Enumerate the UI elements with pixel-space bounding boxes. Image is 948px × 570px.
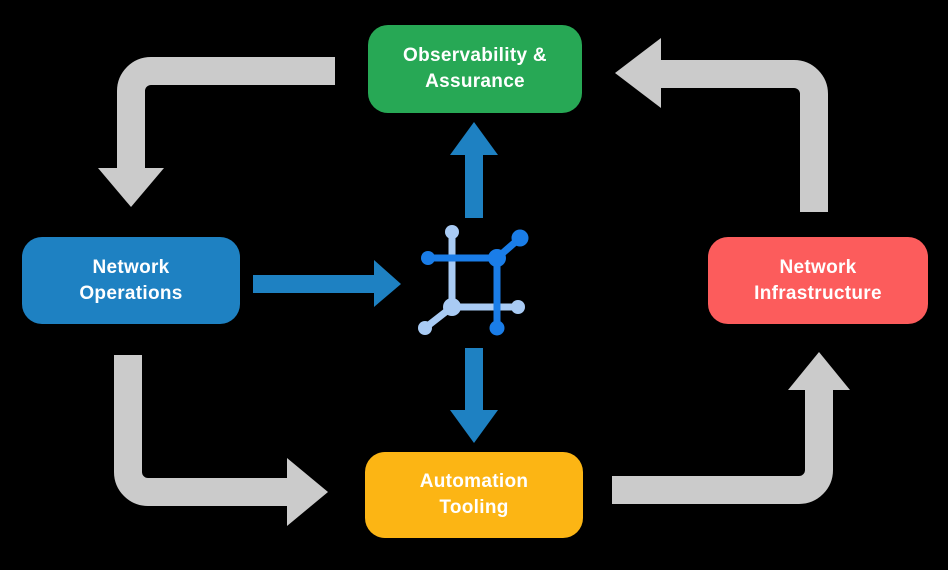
arrow-elbow [612, 389, 833, 504]
arrow-operations-to-platform [253, 260, 401, 307]
arrow-elbow [659, 60, 828, 212]
arrowhead-right-icon [287, 458, 328, 526]
arrow-platform-to-automation [450, 348, 498, 443]
arrowhead-down-icon [450, 410, 498, 443]
arrow-platform-to-observability [450, 122, 498, 218]
icon-node-corner-tr [488, 249, 506, 267]
network-fabric-icon [418, 225, 529, 336]
arrow-operations-to-automation [114, 355, 328, 526]
node-network-operations: Network Operations [22, 237, 240, 324]
arrow-automation-to-infrastructure [612, 352, 850, 504]
node-label-line: Automation [419, 471, 529, 492]
icon-node-right [511, 300, 525, 314]
node-observability-assurance: Observability & Assurance [368, 25, 582, 113]
arrowhead-left-icon [615, 38, 661, 108]
icon-node-upper-right [511, 229, 529, 247]
node-label-line: Network [779, 256, 857, 278]
icon-node-corner-bl [443, 298, 461, 316]
arrow-shaft [465, 348, 483, 412]
arrow-infrastructure-to-observability [615, 38, 828, 212]
arrow-shaft [253, 275, 374, 293]
arrow-elbow [114, 355, 289, 506]
icon-node-top [445, 225, 459, 239]
icon-node-left [421, 251, 435, 265]
node-label-line: Network [92, 256, 170, 278]
node-label-line: Infrastructure [754, 282, 882, 304]
node-label-line: Assurance [425, 71, 525, 92]
arrow-elbow [117, 57, 335, 170]
node-label-line: Operations [79, 282, 183, 304]
node-label-line: Tooling [439, 497, 509, 518]
arrowhead-up-icon [788, 352, 850, 390]
icon-node-bottom [489, 320, 505, 336]
arrow-observability-to-operations [98, 57, 335, 207]
node-label-line: Observability & [403, 45, 547, 66]
arrow-shaft [465, 152, 483, 218]
icon-node-lower-left [418, 321, 432, 335]
node-network-infrastructure: Network Infrastructure [708, 237, 928, 324]
arrowhead-down-icon [98, 168, 164, 207]
node-automation-tooling: Automation Tooling [365, 452, 583, 538]
arrowhead-up-icon [450, 122, 498, 155]
arrowhead-right-icon [374, 260, 401, 307]
